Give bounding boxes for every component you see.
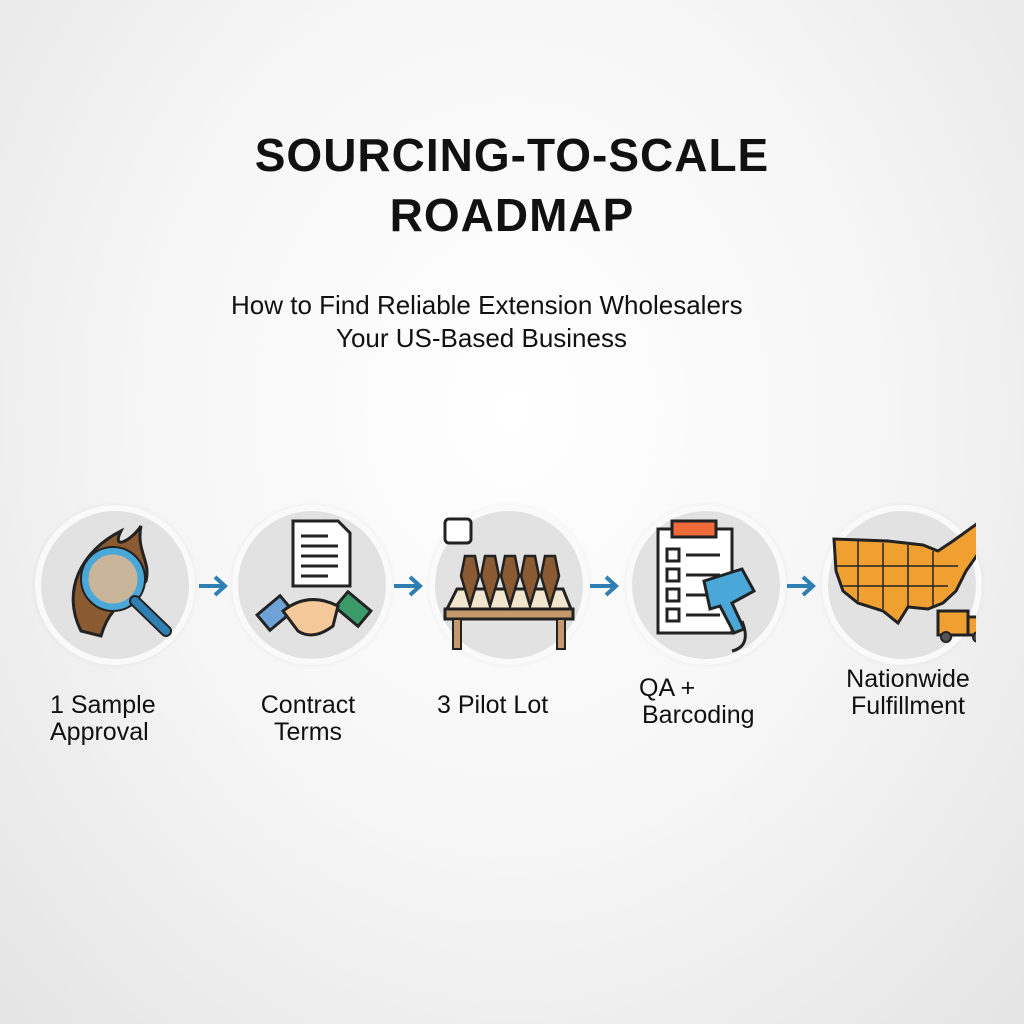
magnifier-hair-icon <box>71 525 172 638</box>
step-3-circle <box>429 505 589 665</box>
step-2-circle <box>232 505 392 665</box>
step-4-label: QA +Barcoding <box>639 674 755 729</box>
step-1-circle <box>35 505 195 665</box>
subtitle-line-2: Your US-Based Business <box>336 323 627 353</box>
arrow-right-icon <box>787 575 816 597</box>
step-5-circle <box>822 505 982 665</box>
title-line-2: ROADMAP <box>389 189 635 241</box>
title-line-1: SOURCING-TO-SCALE <box>254 129 770 181</box>
subtitle-line-1: How to Find Reliable Extension Wholesale… <box>231 290 743 320</box>
hair-bundles-table-icon <box>443 517 575 650</box>
handshake-document-icon <box>254 519 374 637</box>
step-3-label: 3 Pilot Lot <box>437 691 549 719</box>
arrow-right-icon <box>590 575 619 597</box>
arrow-right-icon <box>199 575 228 597</box>
arrow-right-icon <box>394 575 423 597</box>
checklist-scanner-icon <box>656 519 757 653</box>
step-4-circle <box>626 505 786 665</box>
us-map-truck-icon <box>832 522 976 643</box>
